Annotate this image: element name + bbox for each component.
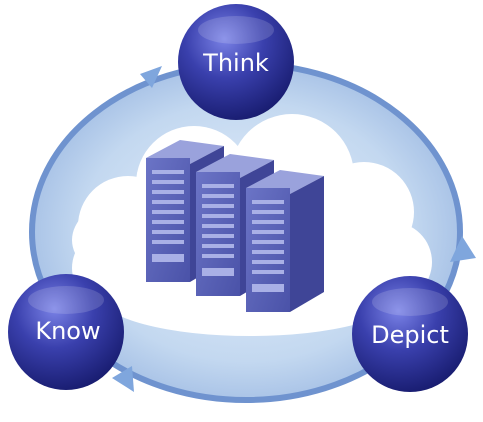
node-know: Know [8, 274, 124, 390]
server-unit-icon [246, 170, 324, 312]
node-know-label: Know [35, 317, 100, 345]
server-stack-icon [146, 140, 324, 312]
node-depict: Depict [352, 276, 468, 392]
node-depict-label: Depict [371, 321, 449, 349]
arrow-icon [112, 366, 134, 392]
cycle-arrows [112, 66, 476, 392]
arrow-icon [140, 66, 162, 88]
node-think: Think [178, 4, 294, 120]
node-think-label: Think [202, 49, 269, 77]
arrow-icon [450, 236, 476, 262]
